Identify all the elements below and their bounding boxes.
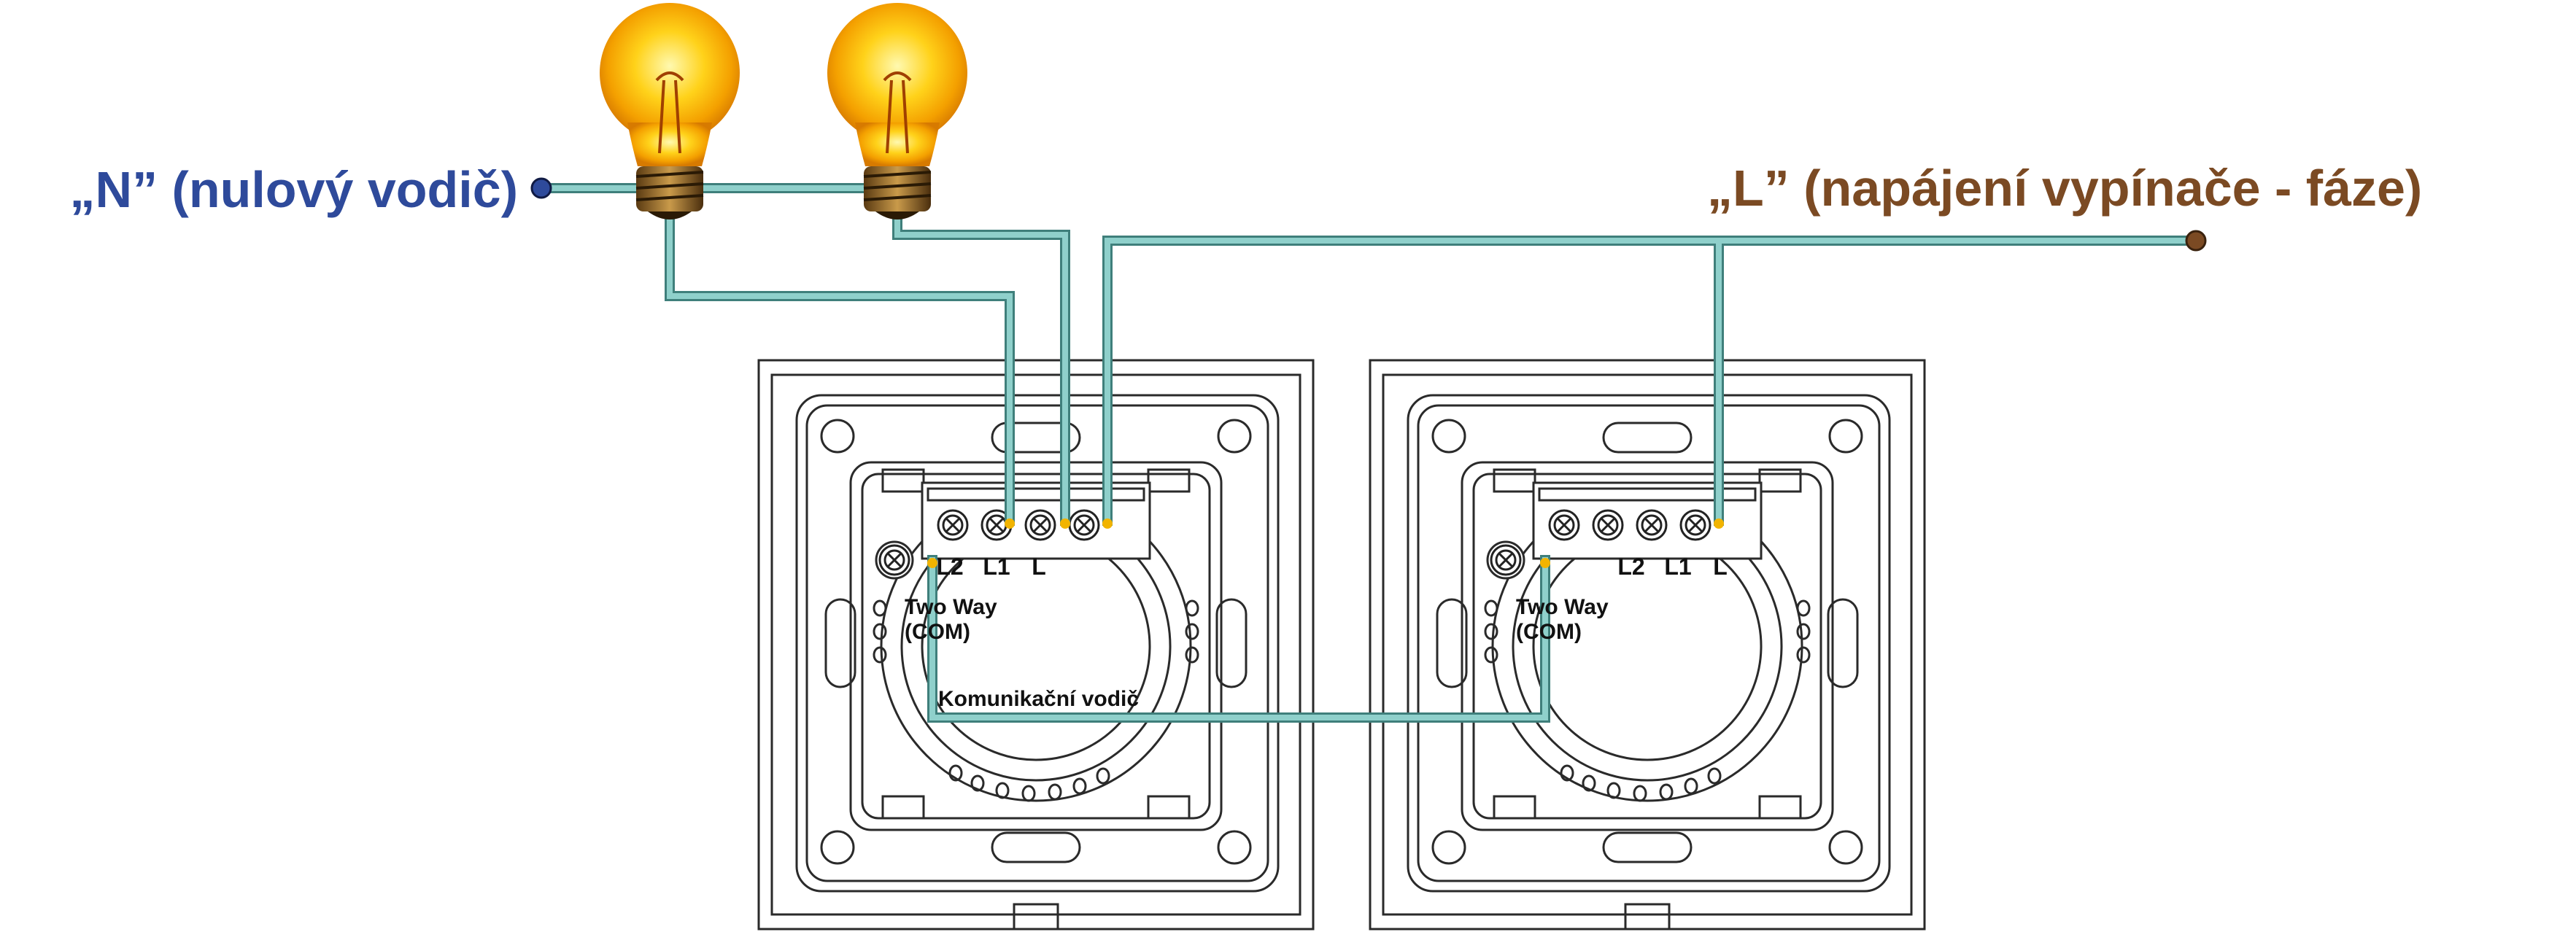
com-label-line1: Two Way (1516, 595, 1609, 619)
wires (536, 183, 2194, 723)
switch-left (757, 359, 1315, 931)
com-label-line2: (COM) (1516, 620, 1582, 644)
terminal-label-l1: L1 (983, 553, 1010, 580)
light-bulb-icon (827, 3, 967, 220)
com-label-line2: (COM) (905, 620, 970, 644)
terminal-label-l2: L2 (1617, 553, 1644, 580)
connection-dots (530, 177, 2207, 568)
communication-wire-label: Komunikační vodič (938, 687, 1139, 711)
neutral-label: „N” (nulový vodič) (70, 161, 518, 218)
terminal-label-l: L (1713, 553, 1728, 580)
terminal-label-l: L (1032, 553, 1046, 580)
line-label: „L” (napájení vypínače - fáze) (1707, 160, 2422, 217)
light-bulb-icon (600, 3, 740, 220)
terminal-label-l1: L1 (1664, 553, 1691, 580)
com-label-line1: Two Way (905, 595, 997, 619)
switch-right (1369, 359, 1926, 931)
terminal-label-l2: L2 (936, 553, 963, 580)
